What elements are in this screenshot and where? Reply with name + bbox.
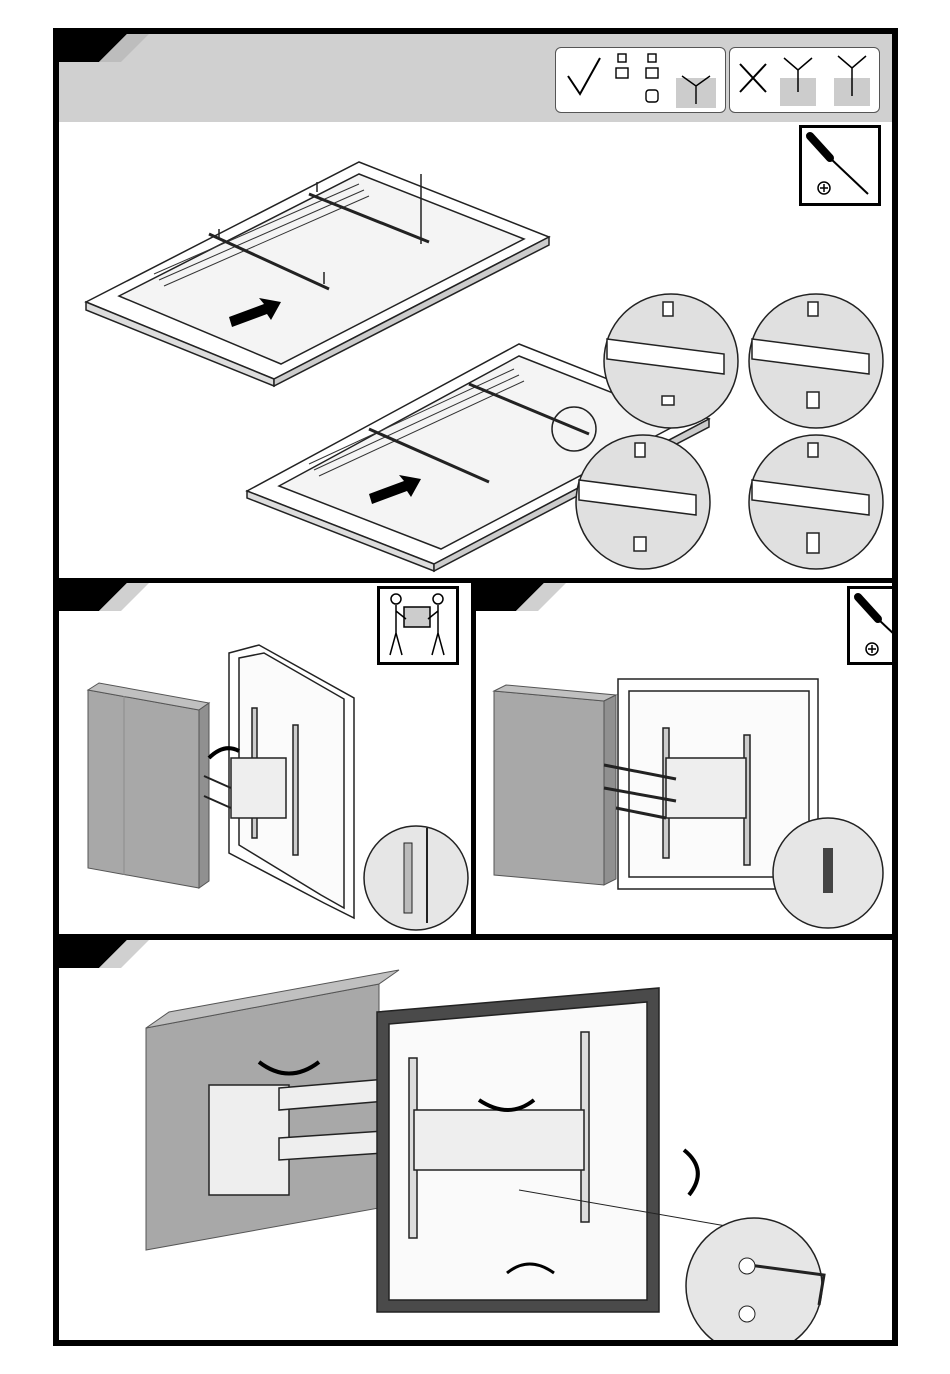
tv-upright (204, 645, 354, 918)
check-mark-icon (556, 48, 724, 111)
instruction-page-frame (53, 28, 898, 1346)
step-3-panel (476, 583, 892, 934)
tilt-adjust-detail-circle (686, 1218, 822, 1340)
correct-fit-reference (555, 47, 726, 113)
step-2-panel (59, 583, 471, 934)
wall-block (494, 685, 616, 885)
tv-back-large (86, 162, 549, 386)
hook-detail-circle (364, 826, 468, 930)
step-1-panel (59, 34, 892, 578)
step-3-illustration (476, 583, 892, 934)
phillips-screwdriver-icon (850, 589, 892, 664)
phillips-screwdriver-tool-box (799, 125, 881, 206)
phillips-screwdriver-tool-box (847, 586, 892, 665)
step-1-illustration (59, 34, 892, 578)
rotate-arrows-icon (684, 1150, 698, 1195)
two-person-lift-box (377, 586, 459, 665)
phillips-screwdriver-icon (802, 128, 878, 203)
tv-front (377, 988, 659, 1312)
step-4-illustration (59, 940, 892, 1340)
two-person-lift-icon (380, 589, 456, 662)
step-4-panel (59, 940, 892, 1340)
wall-block (88, 683, 209, 888)
cross-mark-icon (730, 48, 878, 111)
incorrect-fit-reference (729, 47, 880, 113)
